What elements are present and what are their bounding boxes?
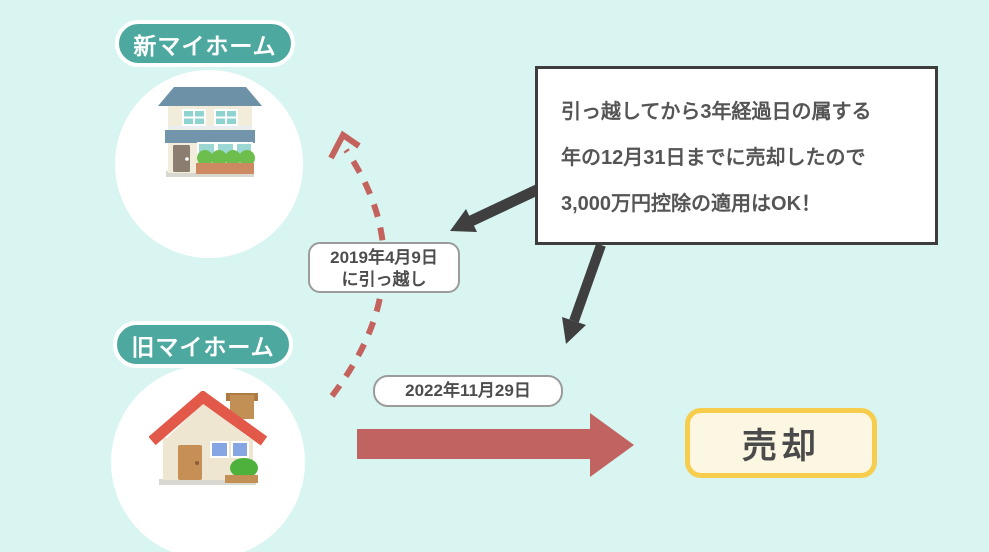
sale-date-label: 2022年11月29日 [373, 375, 563, 407]
callout-arrow-to-sale-date-icon [562, 243, 606, 344]
sale-arrow-icon [357, 413, 634, 477]
move-date-label: 2019年4月9日 に引っ越し [308, 242, 460, 293]
new-two-story-house-icon [158, 87, 262, 177]
sale-box-label: 売却 [741, 426, 820, 466]
new-home-badge: 新マイホーム [115, 20, 295, 67]
new-home-badge-label: 新マイホーム [133, 32, 277, 59]
old-home-badge-label: 旧マイホーム [131, 333, 275, 360]
old-house-icon [149, 391, 267, 485]
callout-box: 引っ越してから3年経過日の属する 年の12月31日までに売却したので 3,000… [535, 66, 938, 245]
callout-line1: 引っ越してから3年経過日の属する [561, 101, 872, 123]
move-date-line1: 2019年4月9日 [330, 248, 438, 267]
callout-line3: 3,000万円控除の適用はOK！ [561, 193, 822, 215]
move-date-line2: に引っ越し [341, 270, 427, 289]
sale-box: 売却 [685, 408, 877, 478]
callout-line2: 年の12月31日までに売却したので [561, 147, 866, 169]
old-home-badge: 旧マイホーム [113, 321, 293, 368]
callout-arrow-to-move-icon [450, 184, 542, 232]
